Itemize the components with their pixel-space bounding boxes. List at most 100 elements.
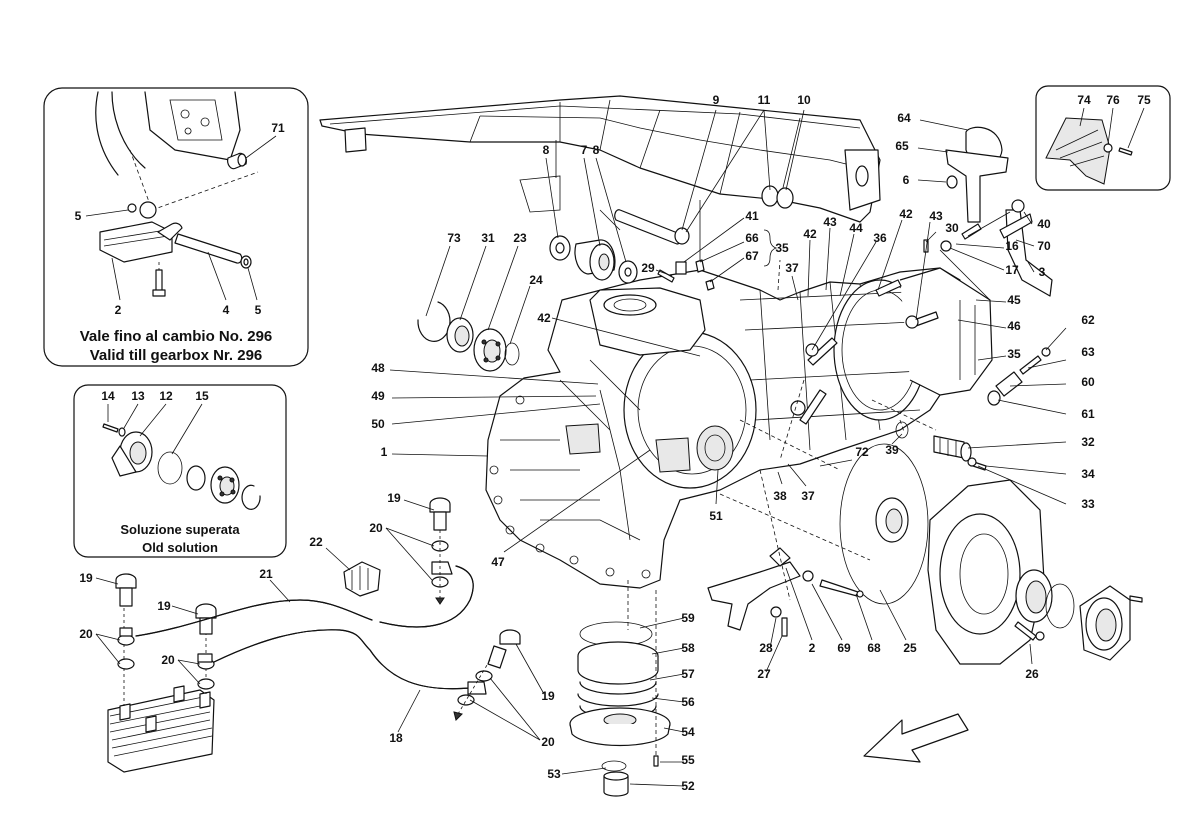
part-label-19: 19	[157, 599, 171, 613]
part-label-75: 75	[1137, 93, 1151, 107]
part-label-62: 62	[1081, 313, 1095, 327]
part-label-9: 9	[713, 93, 720, 107]
part-label-5: 5	[255, 303, 262, 317]
part-label-20: 20	[161, 653, 175, 667]
part-label-12: 12	[159, 389, 173, 403]
rear-frame	[319, 95, 881, 260]
selector-parts	[895, 347, 1051, 471]
sump-filter	[569, 580, 671, 797]
part-label-23: 23	[513, 231, 527, 245]
mount-parts	[549, 185, 794, 291]
part-label-22: 22	[309, 535, 323, 549]
part-label-10: 10	[797, 93, 811, 107]
part-label-72: 72	[855, 445, 869, 459]
part-label-53: 53	[547, 767, 561, 781]
part-label-15: 15	[195, 389, 209, 403]
inset-shield	[1035, 85, 1171, 191]
part-label-76: 76	[1106, 93, 1120, 107]
part-label-60: 60	[1081, 375, 1095, 389]
part-label-14: 14	[101, 389, 115, 403]
part-label-50: 50	[371, 417, 385, 431]
part-label-17: 17	[1005, 263, 1019, 277]
part-label-74: 74	[1077, 93, 1091, 107]
part-label-55: 55	[681, 753, 695, 767]
part-label-32: 32	[1081, 435, 1095, 449]
part-label-42: 42	[899, 207, 913, 221]
part-label-19: 19	[79, 571, 93, 585]
part-label-42: 42	[537, 311, 551, 325]
part-label-64: 64	[897, 111, 911, 125]
bearing-stack	[417, 301, 520, 372]
part-label-19: 19	[387, 491, 401, 505]
part-label-70: 70	[1037, 239, 1051, 253]
part-label-33: 33	[1081, 497, 1095, 511]
part-label-29: 29	[641, 261, 655, 275]
part-label-68: 68	[867, 641, 881, 655]
inset-gearbox-limit: Vale fino al cambio No. 296 Valid till g…	[43, 87, 309, 367]
part-label-30: 30	[945, 221, 959, 235]
part-label-49: 49	[371, 389, 385, 403]
part-label-40: 40	[1037, 217, 1051, 231]
brace-35	[763, 229, 778, 267]
part-label-6: 6	[903, 173, 910, 187]
part-label-43: 43	[929, 209, 943, 223]
part-label-36: 36	[873, 231, 887, 245]
inset-old-caption-2: Old solution	[142, 540, 218, 555]
part-label-31: 31	[481, 231, 495, 245]
part-label-51: 51	[709, 509, 723, 523]
part-label-27: 27	[757, 667, 771, 681]
part-label-37: 37	[785, 261, 799, 275]
part-label-67: 67	[745, 249, 759, 263]
part-label-41: 41	[745, 209, 759, 223]
part-label-5: 5	[75, 209, 82, 223]
part-label-3: 3	[1039, 265, 1046, 279]
diff-cover	[839, 443, 1143, 665]
part-label-39: 39	[885, 443, 899, 457]
part-label-21: 21	[259, 567, 273, 581]
part-label-61: 61	[1081, 407, 1095, 421]
part-label-35: 35	[1007, 347, 1021, 361]
oil-cooler	[107, 497, 521, 773]
shift-linkage	[707, 547, 864, 637]
inset-old-solution: Soluzione superata Old solution	[73, 384, 287, 558]
part-label-48: 48	[371, 361, 385, 375]
part-label-11: 11	[758, 93, 771, 107]
inset-gearbox-caption-1: Vale fino al cambio No. 296	[80, 328, 273, 345]
part-label-1: 1	[381, 445, 388, 459]
part-label-71: 71	[271, 121, 285, 135]
part-label-24: 24	[529, 273, 543, 287]
part-label-20: 20	[79, 627, 93, 641]
part-label-44: 44	[849, 221, 863, 235]
part-label-57: 57	[681, 667, 695, 681]
part-label-25: 25	[903, 641, 917, 655]
part-label-20: 20	[541, 735, 555, 749]
part-label-59: 59	[681, 611, 695, 625]
part-label-38: 38	[773, 489, 787, 503]
part-label-8: 8	[543, 143, 550, 157]
part-label-2: 2	[809, 641, 816, 655]
part-label-42: 42	[803, 227, 817, 241]
part-label-56: 56	[681, 695, 695, 709]
part-label-46: 46	[1007, 319, 1021, 333]
part-label-73: 73	[447, 231, 461, 245]
part-label-66: 66	[745, 231, 759, 245]
part-label-69: 69	[837, 641, 851, 655]
part-label-16: 16	[1005, 239, 1019, 253]
part-label-19: 19	[541, 689, 555, 703]
part-label-52: 52	[681, 779, 695, 793]
part-label-2: 2	[115, 303, 122, 317]
part-label-65: 65	[895, 139, 909, 153]
part-label-34: 34	[1081, 467, 1095, 481]
part-label-37: 37	[801, 489, 815, 503]
inset-gearbox-caption-2: Valid till gearbox Nr. 296	[90, 347, 263, 364]
part-label-54: 54	[681, 725, 695, 739]
part-label-58: 58	[681, 641, 695, 655]
part-label-47: 47	[491, 555, 505, 569]
part-label-13: 13	[131, 389, 145, 403]
part-label-8: 8	[593, 143, 600, 157]
part-label-63: 63	[1081, 345, 1095, 359]
part-label-4: 4	[223, 303, 230, 317]
part-label-20: 20	[369, 521, 383, 535]
part-label-26: 26	[1025, 667, 1039, 681]
